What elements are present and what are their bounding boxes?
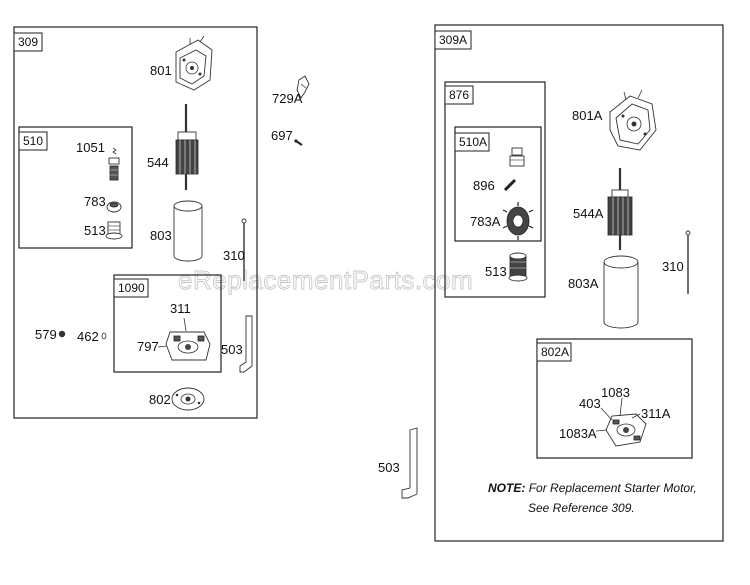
group-876: 876: [444, 81, 546, 298]
spring-stack-510A[interactable]: [509, 147, 525, 167]
nut-579[interactable]: [58, 330, 66, 338]
group-309: 309: [13, 26, 258, 419]
label-783: 783: [84, 194, 106, 209]
group-510A-label: 510A: [459, 135, 487, 149]
group-510-label: 510: [23, 134, 43, 148]
label-513-right: 513: [485, 264, 507, 279]
label-1083A: 1083A: [559, 426, 597, 441]
label-783A: 783A: [470, 214, 501, 229]
bracket-503-outside[interactable]: [401, 427, 418, 499]
group-1090-label: 1090: [118, 281, 145, 295]
armature-544[interactable]: [175, 104, 199, 190]
group-510: 510: [18, 126, 133, 249]
group-510A: 510A: [454, 126, 542, 242]
label-310-right: 310: [662, 259, 684, 274]
drive-513-right[interactable]: [508, 252, 528, 282]
label-1083: 1083: [601, 385, 630, 400]
group-802A-label: 802A: [541, 345, 569, 359]
label-797: 797: [137, 339, 159, 354]
label-801A: 801A: [572, 108, 603, 123]
label-311A: 311A: [641, 406, 671, 421]
end-plate-802[interactable]: [171, 387, 205, 411]
gear-783A[interactable]: [502, 202, 534, 240]
label-579: 579: [35, 327, 57, 342]
note-text-1: For Replacement Starter Motor,: [529, 481, 697, 495]
armature-544A[interactable]: [607, 168, 633, 250]
gear-783[interactable]: [106, 201, 122, 213]
label-729A: 729A: [272, 91, 303, 106]
end-cap-801[interactable]: [175, 35, 213, 91]
label-544A: 544A: [573, 206, 604, 221]
group-309A-label: 309A: [439, 33, 467, 47]
screw-697[interactable]: [294, 139, 303, 146]
note-line-2: See Reference 309.: [528, 501, 635, 515]
label-310: 310: [223, 248, 245, 263]
label-801: 801: [150, 63, 172, 78]
note-prefix: NOTE:: [488, 481, 525, 495]
bracket-503[interactable]: [239, 315, 253, 373]
drive-513[interactable]: [105, 221, 123, 240]
label-896: 896: [473, 178, 495, 193]
label-503-outside: 503: [378, 460, 400, 475]
group-309-label: 309: [18, 35, 38, 49]
bolt-310[interactable]: [241, 218, 247, 281]
label-311: 311: [170, 301, 191, 316]
label-803A: 803A: [568, 276, 599, 291]
group-309A: 309A: [434, 24, 724, 542]
label-697: 697: [271, 128, 293, 143]
label-403: 403: [579, 396, 601, 411]
label-1051: 1051: [76, 140, 105, 155]
pin-896[interactable]: [503, 178, 517, 192]
brush-plate-797[interactable]: [157, 317, 211, 361]
label-803: 803: [150, 228, 172, 243]
spring-1051[interactable]: [112, 147, 117, 155]
housing-803[interactable]: [173, 200, 203, 262]
group-802A: 802A: [536, 338, 693, 459]
brush-plate-802A[interactable]: [595, 397, 647, 447]
spring-stack[interactable]: [108, 157, 120, 181]
washer-462[interactable]: [101, 332, 107, 340]
label-503: 503: [221, 342, 243, 357]
clip-729A[interactable]: [296, 75, 310, 99]
label-802: 802: [149, 392, 171, 407]
end-cap-801A[interactable]: [609, 89, 657, 151]
note-line-1: NOTE: For Replacement Starter Motor,: [488, 481, 697, 495]
watermark: eReplacementParts.com: [178, 265, 473, 295]
label-544: 544: [147, 155, 169, 170]
housing-803A[interactable]: [603, 255, 639, 329]
label-462: 462: [77, 329, 99, 344]
bolt-310-right[interactable]: [685, 230, 691, 294]
group-1090: 1090: [113, 274, 222, 373]
group-876-label: 876: [449, 88, 469, 102]
label-513: 513: [84, 223, 106, 238]
